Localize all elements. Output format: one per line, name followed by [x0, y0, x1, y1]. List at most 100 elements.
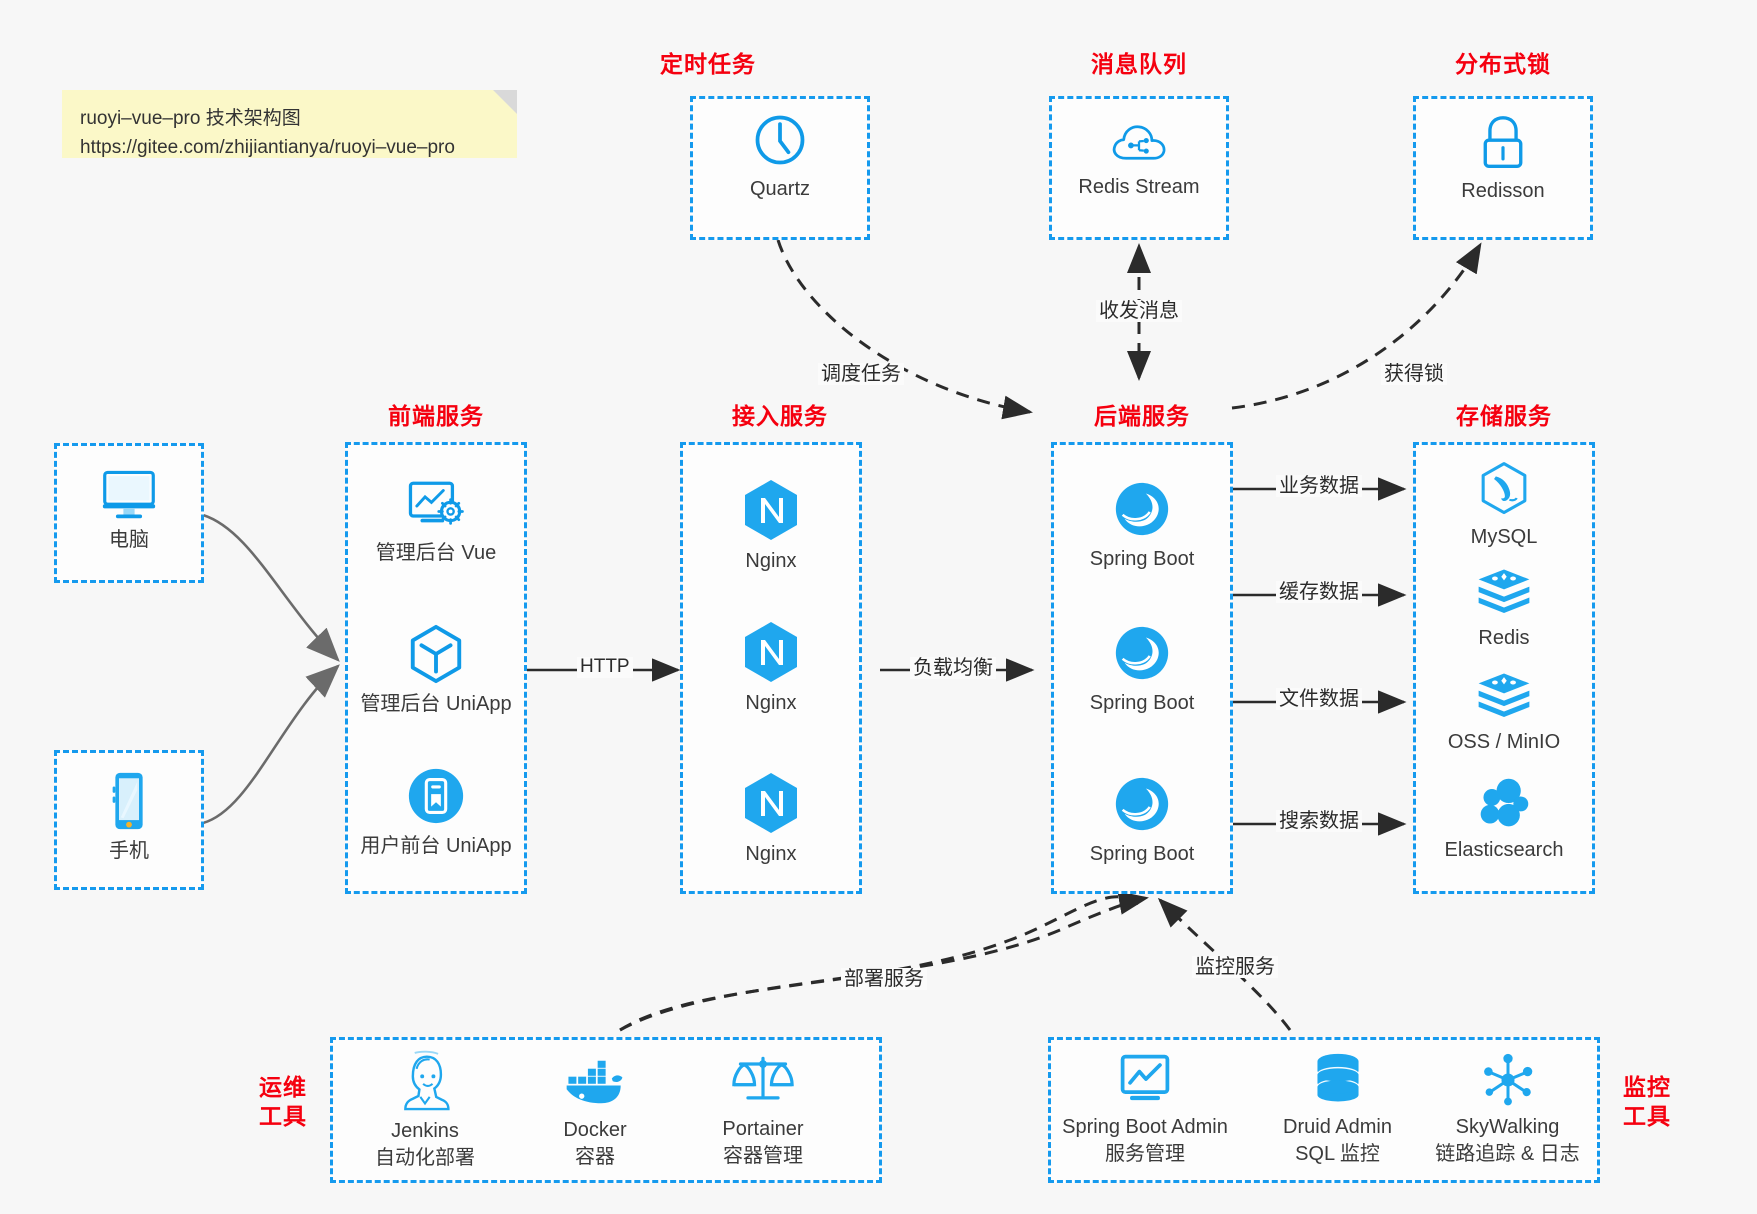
edge-label-business-data: 业务数据 — [1276, 475, 1362, 497]
group-box-scheduler — [690, 96, 870, 240]
node-label: Redisson — [1461, 180, 1545, 202]
node-label: Spring Boot Admin — [1062, 1116, 1228, 1138]
node-label: Nginx — [745, 550, 797, 572]
group-title-storage: 存储服务 — [1456, 403, 1552, 429]
node-admin-vue[interactable]: 管理后台 Vue — [338, 478, 534, 567]
node-nginx-2[interactable]: Nginx — [680, 620, 862, 717]
node-mysql[interactable]: MySQL — [1413, 460, 1595, 551]
diagram-note: ruoyi–vue–pro 技术架构图 https://gitee.com/zh… — [62, 90, 517, 158]
node-sublabel: 服务管理 — [1105, 1143, 1185, 1165]
lock-icon — [1483, 116, 1523, 169]
nginx-icon — [745, 480, 797, 540]
spring-boot-icon — [1115, 482, 1169, 536]
node-redis[interactable]: Redis — [1413, 567, 1595, 652]
node-spring-boot-3[interactable]: Spring Boot — [1051, 773, 1233, 868]
group-title-devops-line1: 运维 — [259, 1074, 307, 1100]
group-title-gateway: 接入服务 — [732, 403, 828, 429]
node-sublabel: 自动化部署 — [375, 1147, 475, 1169]
edge-label-send-receive-message: 收发消息 — [1096, 300, 1182, 322]
node-redis-stream[interactable]: Redis Stream — [1049, 118, 1229, 201]
node-label: Docker — [563, 1119, 627, 1141]
skywalking-icon — [1483, 1053, 1532, 1106]
node-spring-boot-1[interactable]: Spring Boot — [1051, 478, 1233, 573]
group-title-monitoring-line2: 工具 — [1623, 1102, 1671, 1129]
nginx-icon — [745, 622, 797, 682]
node-nginx-3[interactable]: Nginx — [680, 771, 862, 868]
elasticsearch-icon — [1480, 778, 1529, 827]
edge-label-search-data: 搜索数据 — [1276, 810, 1362, 832]
node-label: Druid Admin — [1283, 1116, 1392, 1138]
node-label: Spring Boot — [1089, 843, 1195, 865]
redis-icon — [1478, 569, 1530, 613]
monitor-chart-icon — [1120, 1054, 1170, 1101]
node-elasticsearch[interactable]: Elasticsearch — [1413, 775, 1595, 864]
node-label: Nginx — [745, 692, 797, 714]
oss-minio-icon — [1478, 673, 1530, 717]
group-title-mq: 消息队列 — [1091, 51, 1187, 77]
node-label: Elasticsearch — [1444, 839, 1564, 861]
note-fold-corner — [493, 90, 517, 114]
node-docker[interactable]: Docker 容器 — [510, 1053, 680, 1171]
edge-label-cache-data: 缓存数据 — [1276, 581, 1362, 603]
node-label: 电脑 — [109, 529, 149, 551]
note-url-line: https://gitee.com/zhijiantianya/ruoyi–vu… — [80, 137, 455, 159]
dashboard-gear-icon — [408, 481, 464, 525]
group-title-scheduler: 定时任务 — [660, 51, 756, 77]
edge-label-http: HTTP — [577, 656, 633, 678]
node-label: Spring Boot — [1089, 548, 1195, 570]
node-mobile[interactable]: 手机 — [54, 770, 204, 865]
group-title-devops: 运维 工具 — [252, 1073, 314, 1131]
node-quartz[interactable]: Quartz — [690, 110, 870, 203]
node-label: 手机 — [109, 840, 149, 862]
node-label: Jenkins — [391, 1120, 459, 1142]
node-label: SkyWalking — [1455, 1116, 1560, 1138]
node-spring-boot-2[interactable]: Spring Boot — [1051, 622, 1233, 717]
mysql-icon — [1481, 462, 1527, 515]
node-sublabel: 链路追踪 & 日志 — [1435, 1143, 1580, 1165]
app-circle-icon — [408, 768, 464, 824]
node-label: OSS / MinIO — [1447, 731, 1561, 753]
edge-label-load-balance: 负载均衡 — [910, 657, 996, 679]
group-title-monitoring-line1: 监控 — [1623, 1074, 1671, 1100]
node-admin-uniapp[interactable]: 管理后台 UniApp — [338, 623, 534, 718]
node-jenkins[interactable]: Jenkins 自动化部署 — [340, 1050, 510, 1172]
group-title-frontend: 前端服务 — [388, 403, 484, 429]
group-title-devops-line2: 工具 — [259, 1102, 307, 1129]
node-label: Redis — [1478, 627, 1530, 649]
scales-icon — [732, 1056, 794, 1100]
edge-label-file-data: 文件数据 — [1276, 688, 1362, 710]
node-spring-boot-admin[interactable]: Spring Boot Admin 服务管理 — [1045, 1052, 1245, 1168]
node-label: MySQL — [1470, 526, 1538, 548]
node-user-uniapp[interactable]: 用户前台 UniApp — [338, 765, 534, 860]
node-label: 用户前台 UniApp — [360, 835, 512, 857]
docker-icon — [566, 1060, 623, 1104]
node-druid-admin[interactable]: Druid Admin SQL 监控 — [1250, 1052, 1425, 1168]
node-label: Redis Stream — [1078, 176, 1200, 198]
node-label: Quartz — [749, 178, 811, 200]
note-title-line: ruoyi–vue–pro 技术架构图 — [80, 108, 301, 129]
node-label: 管理后台 UniApp — [360, 693, 512, 715]
node-oss-minio[interactable]: OSS / MinIO — [1413, 671, 1595, 756]
edge-label-acquire-lock: 获得锁 — [1381, 363, 1447, 385]
mobile-phone-icon — [112, 772, 143, 830]
group-box-mq — [1049, 96, 1229, 240]
spring-boot-icon — [1115, 777, 1169, 831]
nginx-icon — [745, 773, 797, 833]
node-skywalking[interactable]: SkyWalking 链路追踪 & 日志 — [1410, 1052, 1605, 1168]
group-title-lock: 分布式锁 — [1455, 51, 1551, 77]
node-sublabel: 容器管理 — [723, 1145, 803, 1167]
database-icon — [1316, 1053, 1359, 1102]
node-redisson[interactable]: Redisson — [1413, 114, 1593, 205]
node-label: Nginx — [745, 843, 797, 865]
clock-icon — [755, 115, 805, 165]
node-label: Portainer — [722, 1118, 804, 1140]
edge-label-schedule-task: 调度任务 — [818, 363, 904, 385]
group-title-backend: 后端服务 — [1094, 403, 1190, 429]
node-label: Spring Boot — [1089, 692, 1195, 714]
node-desktop[interactable]: 电脑 — [54, 465, 204, 554]
node-nginx-1[interactable]: Nginx — [680, 478, 862, 575]
node-portainer[interactable]: Portainer 容器管理 — [678, 1050, 848, 1170]
node-sublabel: SQL 监控 — [1295, 1143, 1380, 1165]
edge-label-deploy-service: 部署服务 — [841, 968, 927, 990]
